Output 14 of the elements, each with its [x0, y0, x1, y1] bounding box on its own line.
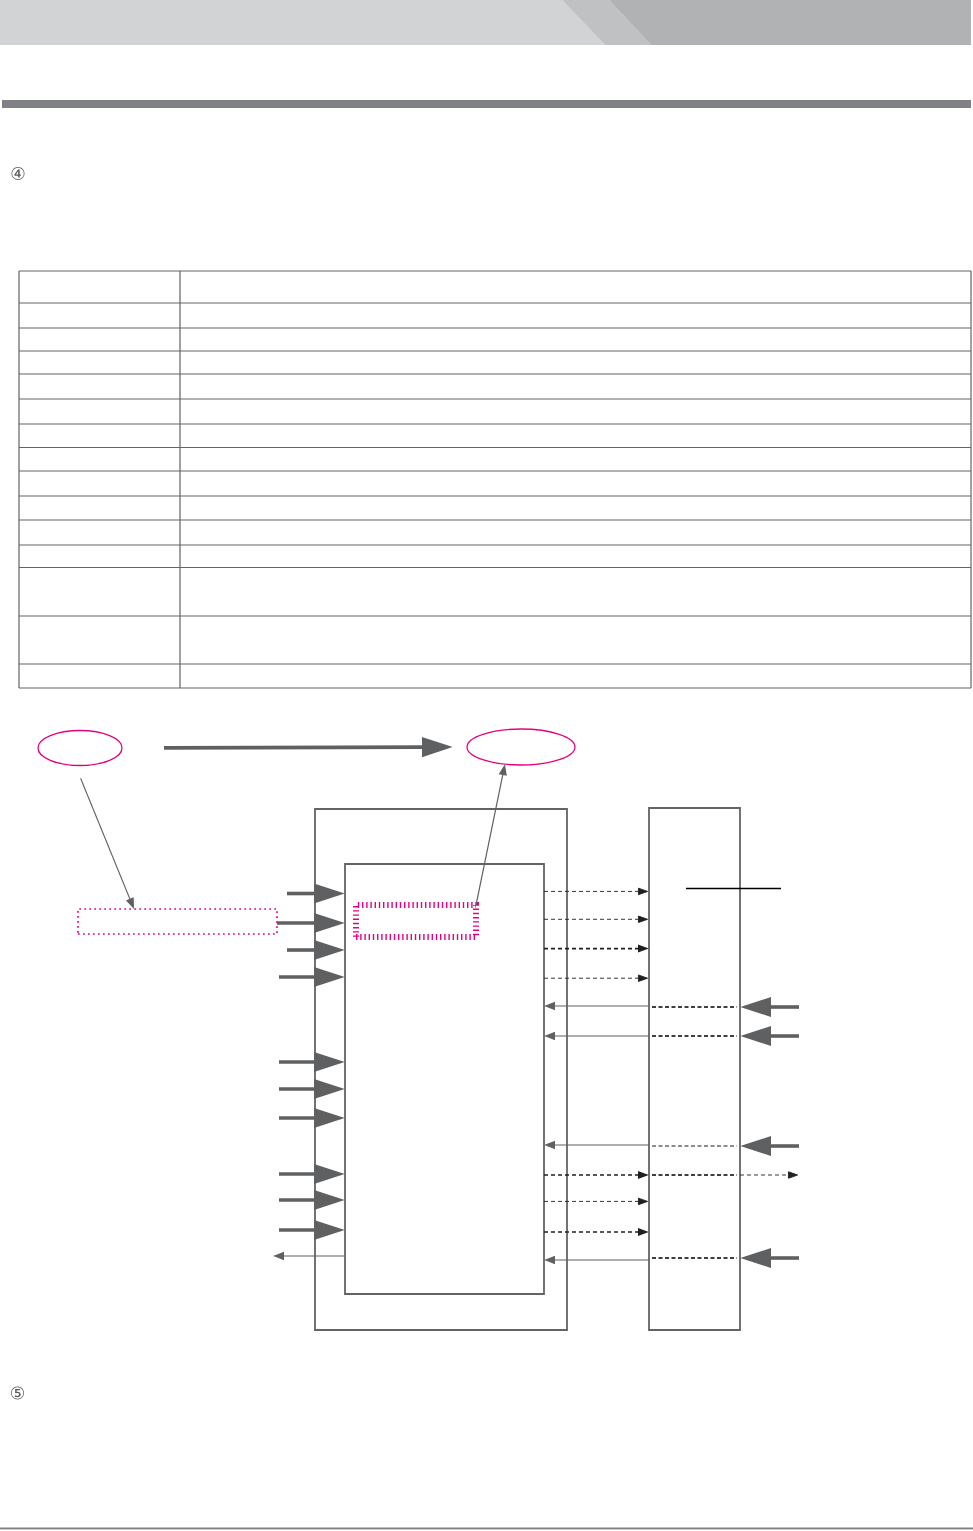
frame-box	[648, 807, 741, 1331]
section-number: ④	[11, 167, 25, 180]
dashed-arrow	[543, 974, 649, 982]
ellipse	[466, 728, 576, 766]
dashed-arrow	[543, 915, 649, 923]
dashed-arrow	[543, 1197, 649, 1206]
hatched-rectangle	[353, 902, 479, 940]
dotted-rectangle	[77, 908, 278, 935]
ellipse	[37, 729, 123, 767]
dashed-arrow	[543, 887, 649, 896]
section-number: ⑤	[11, 1386, 24, 1400]
dashed-arrow	[739, 1171, 799, 1179]
frame-box	[344, 863, 545, 1295]
frame-box	[314, 808, 568, 1331]
